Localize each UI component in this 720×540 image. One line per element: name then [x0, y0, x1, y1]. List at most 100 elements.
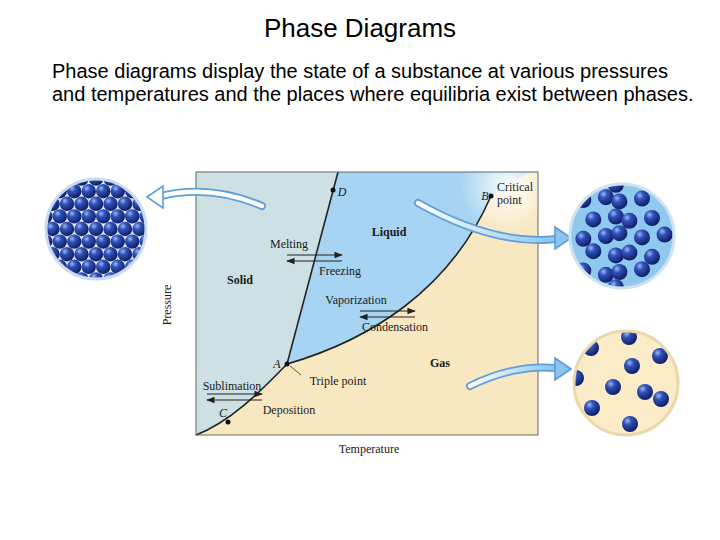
- point-letter: B: [481, 190, 488, 203]
- pointer-arrow: [418, 203, 556, 240]
- particle: [118, 247, 132, 261]
- view-rim: [46, 179, 146, 279]
- point-note: Triple point: [310, 375, 367, 388]
- gas-particles: [568, 329, 669, 432]
- particle: [621, 245, 637, 261]
- process-arrow: [360, 310, 415, 311]
- particle: [585, 243, 601, 259]
- particle: [89, 247, 103, 261]
- particle: [89, 197, 103, 211]
- axis-title: Temperature: [339, 443, 399, 456]
- process-name: Melting: [270, 238, 308, 251]
- pointer-arrow: [470, 367, 556, 386]
- particle: [82, 209, 96, 223]
- particle: [611, 225, 627, 241]
- particle: [637, 384, 653, 400]
- solid-view: [46, 179, 146, 279]
- process-arrow: [207, 393, 262, 394]
- particle: [657, 227, 673, 243]
- particle: [608, 247, 624, 263]
- particle: [598, 267, 614, 283]
- process-arrow: [287, 254, 342, 255]
- particle: [60, 247, 74, 261]
- particle: [605, 379, 621, 395]
- process-arrow: [360, 316, 415, 317]
- particle: [67, 234, 81, 248]
- particle: [634, 261, 650, 277]
- particle: [53, 209, 67, 223]
- particle: [96, 184, 110, 198]
- particle: [621, 213, 637, 229]
- particle: [103, 247, 117, 261]
- particle: [644, 210, 660, 226]
- particle: [584, 400, 600, 416]
- point-marker: [489, 194, 494, 199]
- particle: [74, 247, 88, 261]
- particle: [82, 234, 96, 248]
- particle: [125, 234, 139, 248]
- particle: [96, 234, 110, 248]
- particle: [611, 264, 627, 280]
- process-arrow: [287, 260, 342, 261]
- particle: [622, 416, 638, 432]
- particle: [118, 222, 132, 236]
- pointer-arrow: [470, 367, 556, 386]
- particle: [74, 197, 88, 211]
- particle: [89, 222, 103, 236]
- particle: [634, 191, 650, 207]
- gas-view: [574, 331, 678, 435]
- particle: [103, 197, 117, 211]
- view-rim: [574, 331, 678, 435]
- process-name: Vaporization: [325, 294, 386, 307]
- particle: [111, 209, 125, 223]
- particle: [585, 211, 601, 227]
- particle: [125, 209, 139, 223]
- point-note: Critical point: [497, 181, 545, 207]
- pointer-arrowhead: [147, 186, 163, 208]
- process-name: Deposition: [263, 404, 316, 417]
- particle: [96, 260, 110, 274]
- point-marker: [226, 420, 231, 425]
- particle: [634, 229, 650, 245]
- particle: [103, 222, 117, 236]
- particle: [60, 197, 74, 211]
- phase-name: Solid: [227, 274, 253, 287]
- particle: [60, 222, 74, 236]
- particle: [608, 209, 624, 225]
- particle: [74, 222, 88, 236]
- particle: [598, 189, 614, 205]
- process-name: Condensation: [362, 321, 428, 334]
- pointer-arrow: [161, 192, 262, 206]
- critical-glow: [460, 138, 556, 234]
- view-rim: [570, 184, 674, 288]
- particle: [67, 209, 81, 223]
- particle: [53, 234, 67, 248]
- point-letter: A: [273, 358, 280, 371]
- process-name: Sublimation: [203, 380, 262, 393]
- particle: [653, 391, 669, 407]
- axis-title: Pressure: [161, 285, 174, 326]
- particle: [611, 193, 627, 209]
- particle: [111, 234, 125, 248]
- page-title: Phase Diagrams: [0, 12, 720, 44]
- pointer-arrow: [161, 192, 262, 206]
- point-letter: C: [219, 407, 227, 420]
- particle: [575, 231, 591, 247]
- point-marker: [285, 362, 290, 367]
- particle: [624, 358, 640, 374]
- page-caption: Phase diagrams display the state of a su…: [52, 60, 696, 106]
- particle: [118, 197, 132, 211]
- particle: [583, 340, 599, 356]
- process-name: Freezing: [319, 265, 361, 278]
- pointer-arrowhead: [555, 358, 571, 380]
- point-marker: [331, 188, 336, 193]
- pointer-arrow: [418, 203, 556, 240]
- particle: [96, 209, 110, 223]
- phase-name: Liquid: [372, 226, 407, 239]
- particle: [82, 184, 96, 198]
- solid-particles: [38, 171, 154, 286]
- particle: [644, 249, 660, 265]
- particle: [598, 228, 614, 244]
- point-letter: D: [338, 186, 347, 199]
